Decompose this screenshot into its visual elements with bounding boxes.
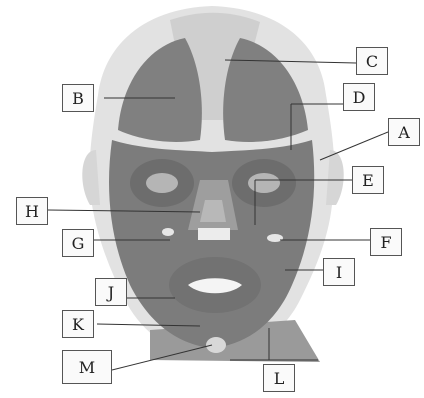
right-eye (248, 173, 280, 193)
label-l: L (263, 364, 295, 392)
upper-teeth (198, 228, 230, 240)
label-k: K (62, 310, 94, 338)
label-m: M (62, 350, 112, 384)
right-cheek-highlight (267, 234, 283, 242)
chin-spot (206, 337, 226, 353)
label-d: D (343, 83, 375, 111)
label-a: A (388, 118, 420, 146)
label-i: I (323, 258, 355, 286)
label-j: J (95, 278, 127, 306)
label-f: F (370, 228, 402, 256)
label-c: C (356, 47, 388, 75)
label-h: H (16, 197, 48, 225)
label-g: G (62, 229, 94, 257)
left-eye (146, 173, 178, 193)
left-cheek-highlight (162, 228, 174, 236)
label-e: E (352, 166, 384, 194)
label-b: B (62, 84, 94, 112)
